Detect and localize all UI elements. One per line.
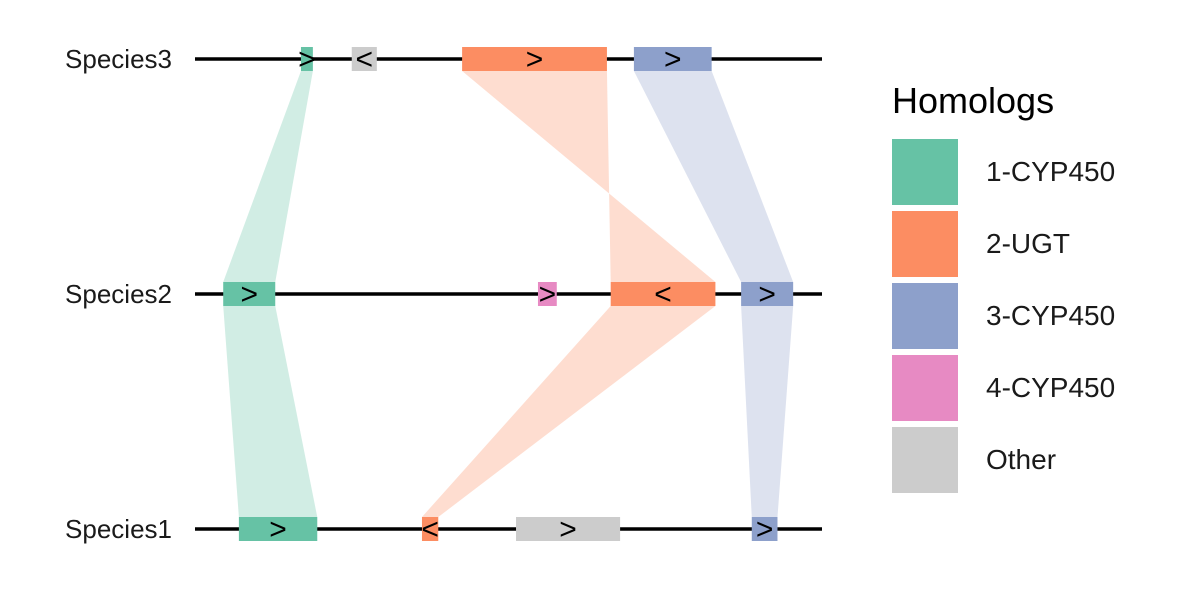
link-1-cyp450 [223, 306, 318, 517]
tracks: Species3 > < > > Species2 > > < > Species1 > < > > [65, 43, 822, 546]
strand-arrow-icon: < [654, 278, 672, 311]
legend-label: 3-CYP450 [986, 300, 1116, 331]
track-label: Species3 [65, 44, 172, 74]
link-1-cyp450 [223, 71, 313, 282]
legend-swatch [892, 211, 958, 277]
legend-item: 3-CYP450 [892, 280, 1115, 352]
track-label: Species2 [65, 279, 172, 309]
gene-other [516, 517, 621, 541]
track-label: Species1 [65, 514, 172, 544]
link-3-cyp450 [633, 71, 794, 282]
legend-swatch [892, 427, 958, 493]
link-2-ugt [421, 306, 716, 517]
gene-2-ugt [462, 47, 607, 71]
strand-arrow-icon: > [298, 43, 316, 76]
strand-arrow-icon: > [269, 513, 287, 546]
gene-3-cyp450 [751, 517, 778, 541]
legend-item: 1-CYP450 [892, 136, 1115, 208]
legend-label: 4-CYP450 [986, 372, 1116, 403]
gene-2-ugt [421, 517, 439, 541]
gene-1-cyp450 [223, 282, 276, 306]
strand-arrow-icon: > [664, 43, 682, 76]
legend-swatch [892, 139, 958, 205]
strand-arrow-icon: > [539, 278, 557, 311]
legend-swatch [892, 283, 958, 349]
legend-label: Other [986, 444, 1057, 475]
strand-arrow-icon: > [526, 43, 544, 76]
gene-1-cyp450 [238, 517, 318, 541]
gene-1-cyp450 [300, 47, 313, 71]
gene-2-ugt [610, 282, 716, 306]
links [223, 71, 794, 517]
gene-3-cyp450 [633, 47, 712, 71]
strand-arrow-icon: > [758, 278, 776, 311]
legend-label: 1-CYP450 [986, 156, 1116, 187]
legend-item: 2-UGT [892, 208, 1115, 280]
link-2-ugt [462, 71, 716, 282]
strand-arrow-icon: < [421, 513, 439, 546]
link-3-cyp450 [741, 306, 794, 517]
gene-other [351, 47, 377, 71]
legend-swatch [892, 355, 958, 421]
legend-item: 4-CYP450 [892, 352, 1115, 424]
strand-arrow-icon: > [756, 513, 774, 546]
strand-arrow-icon: > [559, 513, 577, 546]
gene-4-cyp450 [537, 282, 557, 306]
strand-arrow-icon: > [240, 278, 258, 311]
legend-item: Other [892, 424, 1115, 496]
legend-label: 2-UGT [986, 228, 1070, 259]
legend-title: Homologs [892, 80, 1055, 121]
strand-arrow-icon: < [356, 43, 374, 76]
gene-3-cyp450 [741, 282, 794, 306]
